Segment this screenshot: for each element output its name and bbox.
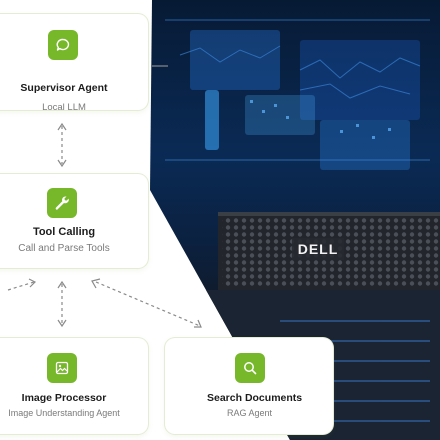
dell-logo: DELL: [298, 241, 339, 257]
node-subtitle: Call and Parse Tools: [18, 243, 110, 254]
arrowhead-down: [57, 319, 67, 328]
chat-bubble-icon: [48, 30, 78, 60]
node-search-documents: Search Documents RAG Agent: [165, 338, 333, 434]
arrowhead-down: [57, 159, 67, 168]
arrowhead-right: [28, 278, 37, 288]
node-tool-calling: Tool Calling Call and Parse Tools: [0, 174, 148, 268]
node-title: Search Documents: [207, 392, 303, 404]
arrowhead-up: [57, 280, 67, 289]
node-supervisor-agent: Supervisor Agent Local LLM: [0, 14, 148, 113]
node-subtitle: Local LLM: [42, 102, 86, 113]
search-icon: [235, 353, 265, 383]
node-title: Supervisor Agent: [20, 82, 108, 94]
node-title: Tool Calling: [32, 226, 96, 238]
connector-tool-search: [95, 281, 201, 327]
connector-left-offscreen: [7, 281, 35, 291]
arrowhead-up: [91, 278, 101, 289]
node-title: Image Processor: [21, 392, 107, 404]
wrench-icon: [47, 188, 77, 218]
arrowhead-up: [57, 122, 67, 131]
arrowhead-down: [194, 319, 202, 328]
node-image-processor: Image Processor Image Understanding Agen…: [0, 338, 148, 434]
image-icon: [47, 353, 77, 383]
node-subtitle: RAG Agent: [227, 408, 273, 418]
node-subtitle: Image Understanding Agent: [8, 408, 120, 418]
